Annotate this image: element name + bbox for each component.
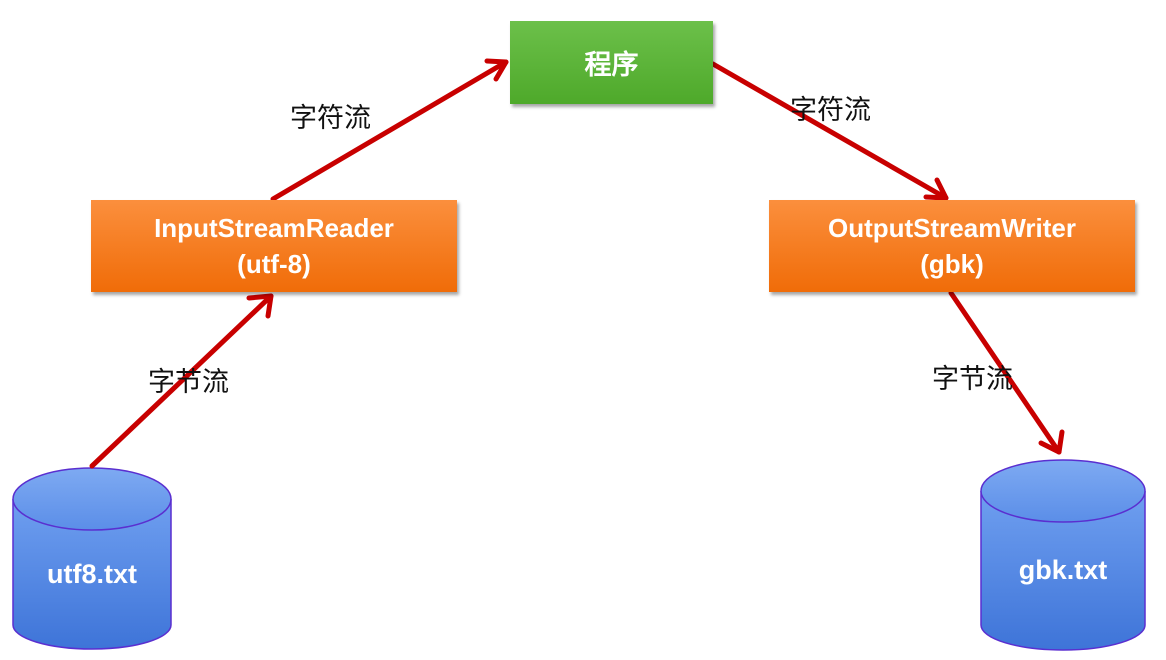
program-box: 程序	[510, 21, 713, 104]
reader-to-program-label: 字符流	[290, 103, 371, 134]
arrow-reader-to-program	[270, 58, 509, 202]
arrow-writer-to-target	[948, 290, 1065, 455]
output-stream-writer-box: OutputStreamWriter (gbk)	[769, 200, 1135, 292]
writer-name: OutputStreamWriter	[828, 213, 1076, 243]
reader-name: InputStreamReader	[154, 213, 394, 243]
reader-charset: (utf-8)	[237, 249, 311, 279]
writer-charset: (gbk)	[920, 249, 984, 279]
target-file-label: gbk.txt	[1018, 555, 1108, 585]
input-stream-reader-box: InputStreamReader (utf-8)	[91, 200, 457, 292]
source-file-label: utf8.txt	[47, 559, 137, 589]
arrow-program-to-writer	[710, 61, 949, 201]
source-to-reader-label: 字节流	[148, 367, 229, 398]
program-label: 程序	[584, 50, 639, 81]
arrow-source-to-reader	[89, 293, 274, 469]
target-file-cylinder	[980, 459, 1146, 651]
writer-to-target-label: 字节流	[932, 364, 1013, 395]
program-to-writer-label: 字符流	[790, 95, 871, 126]
